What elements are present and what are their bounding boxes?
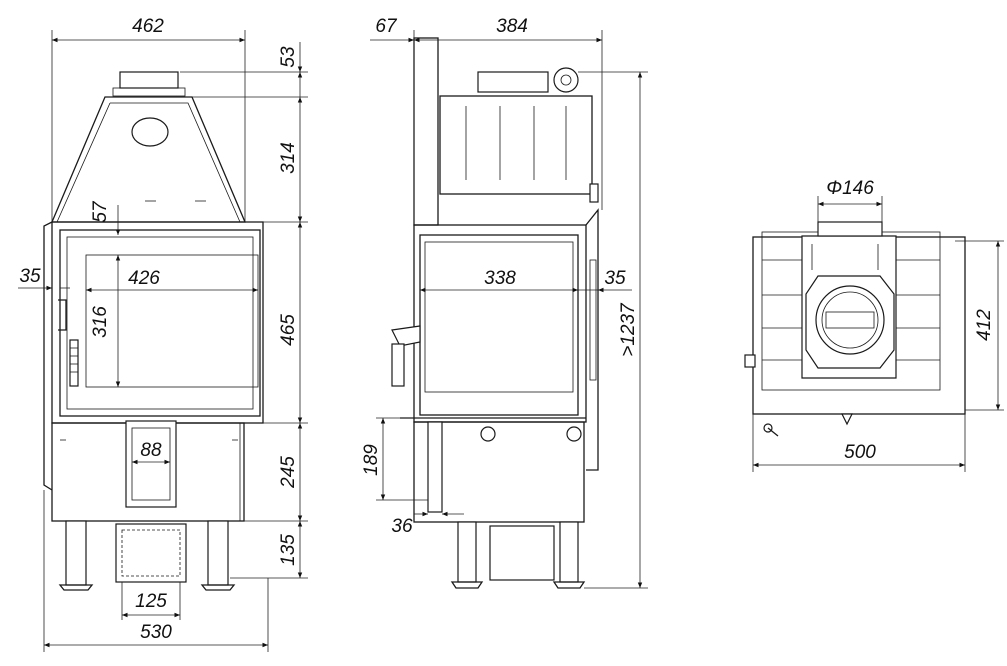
dim-side-depth: 384 [496,16,528,37]
top-view [744,221,966,437]
dim-front-side-offset: 35 [19,266,41,287]
dim-front-small-offset: 57 [90,200,111,223]
dim-side-air-box-offset: 36 [391,516,413,537]
dim-front-overall-width: 462 [132,16,164,37]
dim-side-side-offset: 35 [604,268,626,289]
dim-front-leg-height: 135 [278,534,299,566]
air-port [125,420,177,508]
dim-side-total-height: >1237 [618,302,639,357]
dim-side-glass-width: 338 [484,268,516,289]
dim-front-duct-width: 125 [135,591,167,612]
dim-front-base-width: 530 [140,622,172,643]
dim-side-air-box-height: 189 [361,444,382,476]
dim-front-lower-height: 245 [278,456,299,489]
dim-front-hood-height: 314 [278,142,299,174]
dim-front-glass-height: 316 [90,306,111,338]
side-view [391,37,599,589]
dim-front-door-height: 465 [278,314,299,346]
dim-top-depth: 412 [974,309,995,341]
dim-top-width: 500 [844,442,876,463]
front-view [43,71,264,591]
dim-top-flue-diameter: Φ146 [826,178,874,199]
dimension-labels: 462 53 314 57 35 426 316 465 88 245 135 … [19,16,995,643]
dim-front-top-offset: 53 [278,46,299,68]
flue-opening-icon [131,117,169,147]
dim-front-port-width: 88 [140,440,162,461]
dim-side-rear-offset: 67 [375,16,398,37]
dim-front-glass-width: 426 [128,268,160,289]
dimension-lines [18,30,1004,652]
flue-circle-icon [815,285,885,355]
